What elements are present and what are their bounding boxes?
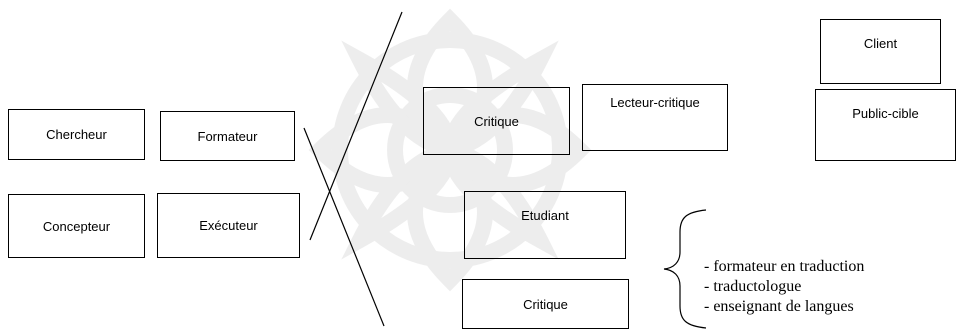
client-label: Client [863, 36, 898, 51]
critique-bottom-label: Critique [523, 296, 568, 312]
executeur-label: Exécuteur [199, 218, 258, 233]
etudiant-box: Etudiant [464, 191, 626, 259]
critique-top-label: Critique [474, 113, 519, 129]
concepteur-label: Concepteur [42, 218, 111, 234]
lecteur-critique-label: Lecteur-critique [610, 95, 700, 110]
concepteur-box: Concepteur [8, 194, 145, 258]
roles-list-item: - enseignant de langues [704, 298, 854, 315]
diagonal-line-long [309, 11, 403, 241]
roles-list-item: - traductologue [704, 278, 802, 295]
chercheur-box: Chercheur [8, 109, 145, 160]
roles-list-item: - formateur en traduction [704, 258, 865, 275]
public-cible-label: Public-cible [852, 106, 919, 121]
diagonal-line-cross [303, 127, 385, 327]
critique-bottom-box: Critique [462, 279, 629, 329]
public-cible-box: Public-cible [815, 89, 956, 161]
formateur-box: Formateur [160, 111, 295, 161]
executeur-box: Exécuteur [157, 193, 300, 258]
roles-list: - formateur en traduction - traductologu… [704, 257, 864, 317]
etudiant-label: Etudiant [521, 208, 569, 223]
client-box: Client [820, 19, 941, 84]
chercheur-label: Chercheur [46, 127, 107, 142]
curly-brace [663, 209, 707, 329]
formateur-label: Formateur [197, 128, 258, 144]
critique-top-box: Critique [423, 87, 570, 155]
lecteur-critique-box: Lecteur-critique [582, 84, 728, 151]
